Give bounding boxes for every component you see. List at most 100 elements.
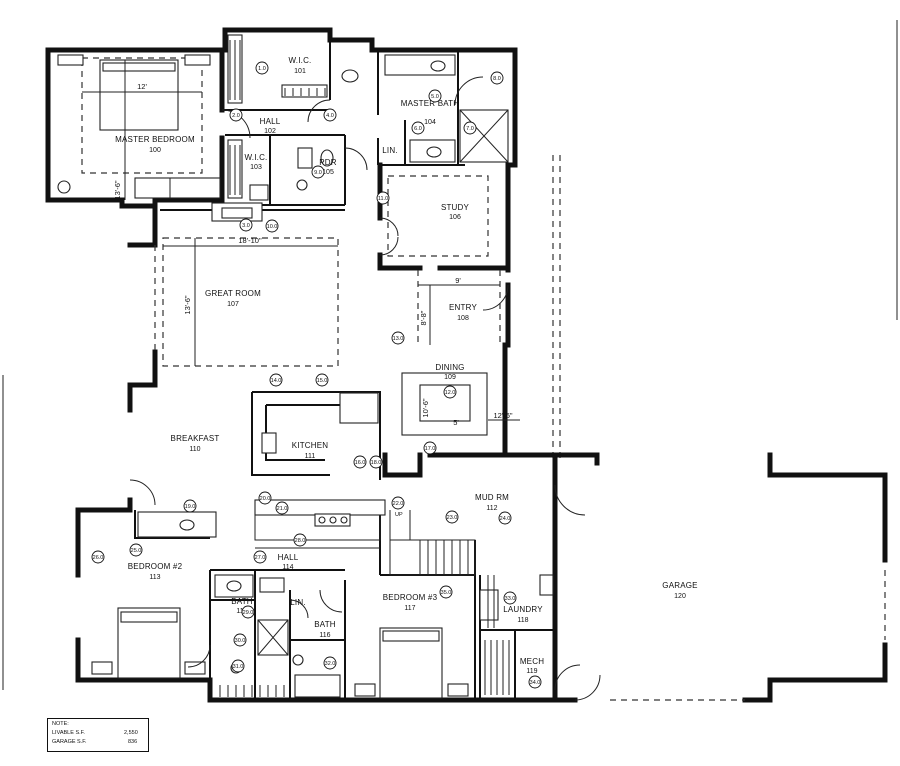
room-number-garage: 120 [674, 593, 686, 600]
room-number-master-bath: 104 [424, 119, 436, 126]
detail-tag-circle [498, 511, 512, 525]
detail-tag-label: 7.0 [466, 126, 474, 132]
detail-tag-label: 8.0 [493, 76, 501, 82]
room-name-breakfast: BREAKFAST [171, 434, 220, 443]
room-number-entry: 108 [457, 315, 469, 322]
detail-tag-label: 9.0 [314, 170, 322, 176]
dim-entry-depth: 8'-8" [419, 310, 428, 325]
detail-tag: 22.0 [391, 496, 405, 510]
room-number-wic-101: 101 [294, 68, 306, 75]
detail-tag-circle [369, 455, 383, 469]
room-number-laundry: 118 [517, 617, 528, 624]
room-name-wic-101: W.I.C. [289, 56, 312, 65]
detail-tag-circle [445, 510, 459, 524]
detail-tag: 13.0 [391, 331, 405, 345]
room-name-bedroom-3: BEDROOM #3 [383, 593, 438, 602]
detail-tag-circle [293, 533, 307, 547]
detail-tag: 33.0 [503, 591, 517, 605]
room-name-pdr: PDR [319, 158, 337, 167]
detail-tag: 11.0 [376, 191, 390, 205]
detail-tag: 10.0 [265, 219, 279, 233]
detail-tag: 17.0 [423, 441, 437, 455]
room-name-entry: ENTRY [449, 303, 477, 312]
detail-tag: 16.0 [353, 455, 367, 469]
detail-tag-label: 18.0 [371, 460, 382, 466]
room-name-bath-116: BATH [314, 620, 336, 629]
detail-tag-circle [423, 441, 437, 455]
room-number-mech: 119 [526, 668, 537, 675]
room-number-dining: 109 [444, 374, 456, 381]
detail-tag: 3.0 [239, 218, 253, 232]
detail-tag-circle [275, 501, 289, 515]
room-name-master-bath: MASTER BATH [401, 99, 460, 108]
detail-tag-circle [183, 499, 197, 513]
detail-tag-label: 28.0 [295, 538, 306, 544]
dim-master-depth: 13'-6" [113, 180, 122, 199]
detail-tag: 28.0 [293, 533, 307, 547]
dim-great-width: 18'-10" [238, 236, 262, 245]
detail-tag: 15.0 [315, 373, 329, 387]
detail-tag-label: 3.0 [242, 223, 250, 229]
detail-tag-label: 22.0 [393, 501, 404, 507]
room-name-mech: MECH [520, 657, 544, 666]
stair-up-label: UP [395, 512, 403, 518]
detail-tag: 4.0 [323, 108, 337, 122]
detail-tag-circle [233, 633, 247, 647]
detail-tag-circle [443, 385, 457, 399]
detail-tag-label: 12.0 [445, 390, 456, 396]
detail-tag-label: 23.0 [447, 515, 458, 521]
detail-tag-label: 15.0 [317, 378, 328, 384]
detail-tag-circle [353, 455, 367, 469]
room-name-lin-1: LIN. [382, 146, 397, 155]
detail-tag: 27.0 [253, 550, 267, 564]
note-garage-value: 836 [128, 739, 138, 745]
room-name-garage: GARAGE [662, 581, 697, 590]
room-name-study: STUDY [441, 203, 470, 212]
dim-master-width: 12' [137, 82, 147, 91]
detail-tag: 21.0 [275, 501, 289, 515]
note-title: NOTE: [52, 721, 69, 727]
room-name-laundry: LAUNDRY [503, 605, 543, 614]
detail-tag: 12.0 [443, 385, 457, 399]
room-number-study: 106 [449, 214, 461, 221]
detail-tag-circle [463, 121, 477, 135]
detail-tag-label: 35.0 [441, 590, 452, 596]
dashed-openings [81, 57, 501, 367]
detail-tag-circle [255, 61, 269, 75]
detail-tag-label: 20.0 [260, 496, 271, 502]
room-number-hall-102: 102 [264, 128, 276, 135]
detail-tag: 5.0 [428, 89, 442, 103]
detail-tag: 35.0 [439, 585, 453, 599]
room-name-bedroom-2: BEDROOM #2 [128, 562, 183, 571]
door-swings [129, 76, 601, 701]
note-livable-label: LIVABLE S.F. [52, 730, 85, 736]
detail-tag: 31.0 [231, 659, 245, 673]
room-number-kitchen: 111 [305, 453, 316, 460]
detail-tag-circle [258, 491, 272, 505]
detail-tag-label: 29.0 [243, 610, 254, 616]
detail-tag: 7.0 [463, 121, 477, 135]
detail-tag: 24.0 [498, 511, 512, 525]
detail-tag: 2.0 [229, 108, 243, 122]
detail-tag-circle [311, 165, 325, 179]
detail-tag-circle [269, 373, 283, 387]
detail-tag-label: 34.0 [530, 680, 541, 686]
detail-tag: 6.0 [411, 121, 425, 135]
closet-hatching [219, 40, 510, 697]
detail-tag-label: 30.0 [235, 638, 246, 644]
room-number-great-room: 107 [227, 301, 239, 308]
detail-tag-circle [376, 191, 390, 205]
detail-tag-circle [439, 585, 453, 599]
detail-tag: 8.0 [490, 71, 504, 85]
dimensions: 12' 13'-6" 18'-10" 13'-6" 9' 8'-8" 10'-6… [82, 60, 520, 427]
room-number-bedroom-3: 117 [404, 605, 415, 612]
detail-tag: 29.0 [241, 605, 255, 619]
room-name-lin-2: LIN. [290, 598, 305, 607]
room-number-breakfast: 110 [189, 446, 200, 453]
room-name-kitchen: KITCHEN [292, 441, 329, 450]
detail-tag-circle [253, 550, 267, 564]
detail-tag-label: 6.0 [414, 126, 422, 132]
detail-tag: 1.0 [255, 61, 269, 75]
detail-tags: 1.0 2.0 3.0 4.0 5.0 6.0 7.0 8.0 9.0 10.0 11.0 12.0 1… [91, 61, 542, 689]
detail-tag-label: 11.0 [378, 196, 388, 202]
